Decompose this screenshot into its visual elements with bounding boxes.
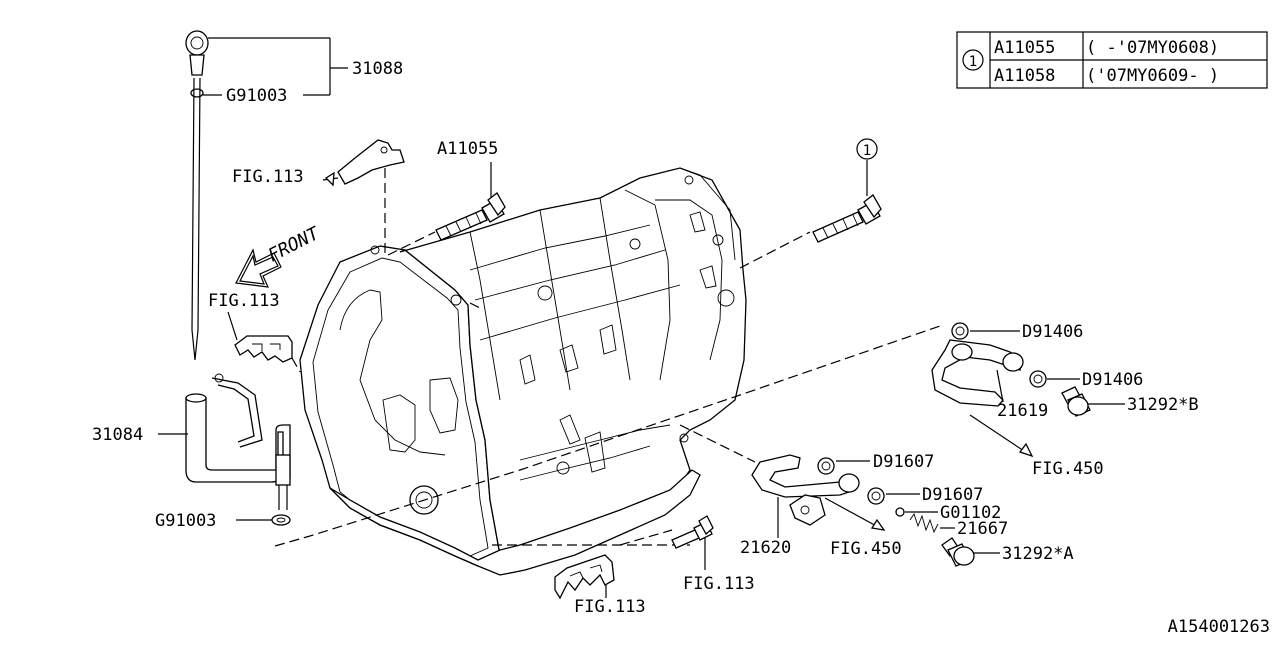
label-fig450-right: FIG.450 (1032, 459, 1104, 479)
label-front: FRONT (265, 223, 324, 267)
bolt-variant-1 (812, 194, 882, 243)
label-31292a: 31292*A (1002, 544, 1074, 564)
label-d91406-b: D91406 (1082, 370, 1143, 390)
bracket-top (322, 139, 405, 187)
label-31292b: 31292*B (1127, 395, 1199, 415)
label-31088: 31088 (352, 59, 403, 79)
label-d91607-b: D91607 (922, 485, 983, 505)
bolt-fig113 (671, 515, 714, 549)
label-g01102: G01102 (940, 503, 1001, 523)
filler-tube (185, 373, 291, 510)
washer-d91607-b (867, 487, 885, 505)
label-a11055: A11055 (437, 139, 498, 159)
dipstick (185, 30, 209, 361)
bolt-31292a (941, 537, 975, 567)
washer-d91406-b (1029, 370, 1047, 388)
bolt-31292b (1061, 386, 1091, 417)
bracket-bottom (554, 554, 615, 600)
label-g91003-bottom: G91003 (155, 511, 216, 531)
label-d91406-a: D91406 (1022, 322, 1083, 342)
legend-part-1: A11055 (994, 38, 1055, 58)
label-fig113-bottom: FIG.113 (574, 597, 646, 617)
washer-d91607-a (817, 457, 835, 475)
diagram-id: A154001263 (1168, 617, 1270, 637)
legend-range-1: ( -'07MY0608) (1086, 38, 1219, 58)
bracket-left (227, 311, 301, 373)
label-d91607-a: D91607 (873, 452, 934, 472)
label-fig113-bolt: FIG.113 (683, 574, 755, 594)
legend-range-2: ('07MY0609- ) (1086, 66, 1219, 86)
front-arrow (235, 248, 282, 288)
callout-circle-1 (856, 138, 878, 160)
legend-part-2: A11058 (994, 66, 1055, 86)
label-fig450-mid: FIG.450 (830, 539, 902, 559)
label-g91003-top: G91003 (226, 86, 287, 106)
spring-21667 (909, 512, 939, 534)
label-circle-1: 1 (863, 143, 871, 159)
label-21619: 21619 (997, 401, 1048, 421)
washer-d91406-a (951, 322, 969, 340)
oring-g91003 (271, 514, 291, 526)
label-fig113-top: FIG.113 (232, 167, 304, 187)
legend-table: 1 A11055 ( -'07MY0608) A11058 ('07MY0609… (956, 31, 1268, 89)
legend-marker-circle (962, 49, 984, 71)
label-fig113-left: FIG.113 (208, 291, 280, 311)
label-31084: 31084 (92, 425, 143, 445)
transmission-case (299, 167, 747, 576)
callout-31088 (203, 37, 348, 96)
assembly-leaders (274, 168, 941, 547)
ball-g01102 (895, 507, 905, 517)
legend-marker: 1 (969, 54, 977, 70)
label-21620: 21620 (740, 538, 791, 558)
pipe-21620 (751, 454, 860, 526)
pipe-21619 (931, 339, 1024, 407)
bolt-a11055 (435, 192, 506, 241)
label-21667: 21667 (957, 519, 1008, 539)
